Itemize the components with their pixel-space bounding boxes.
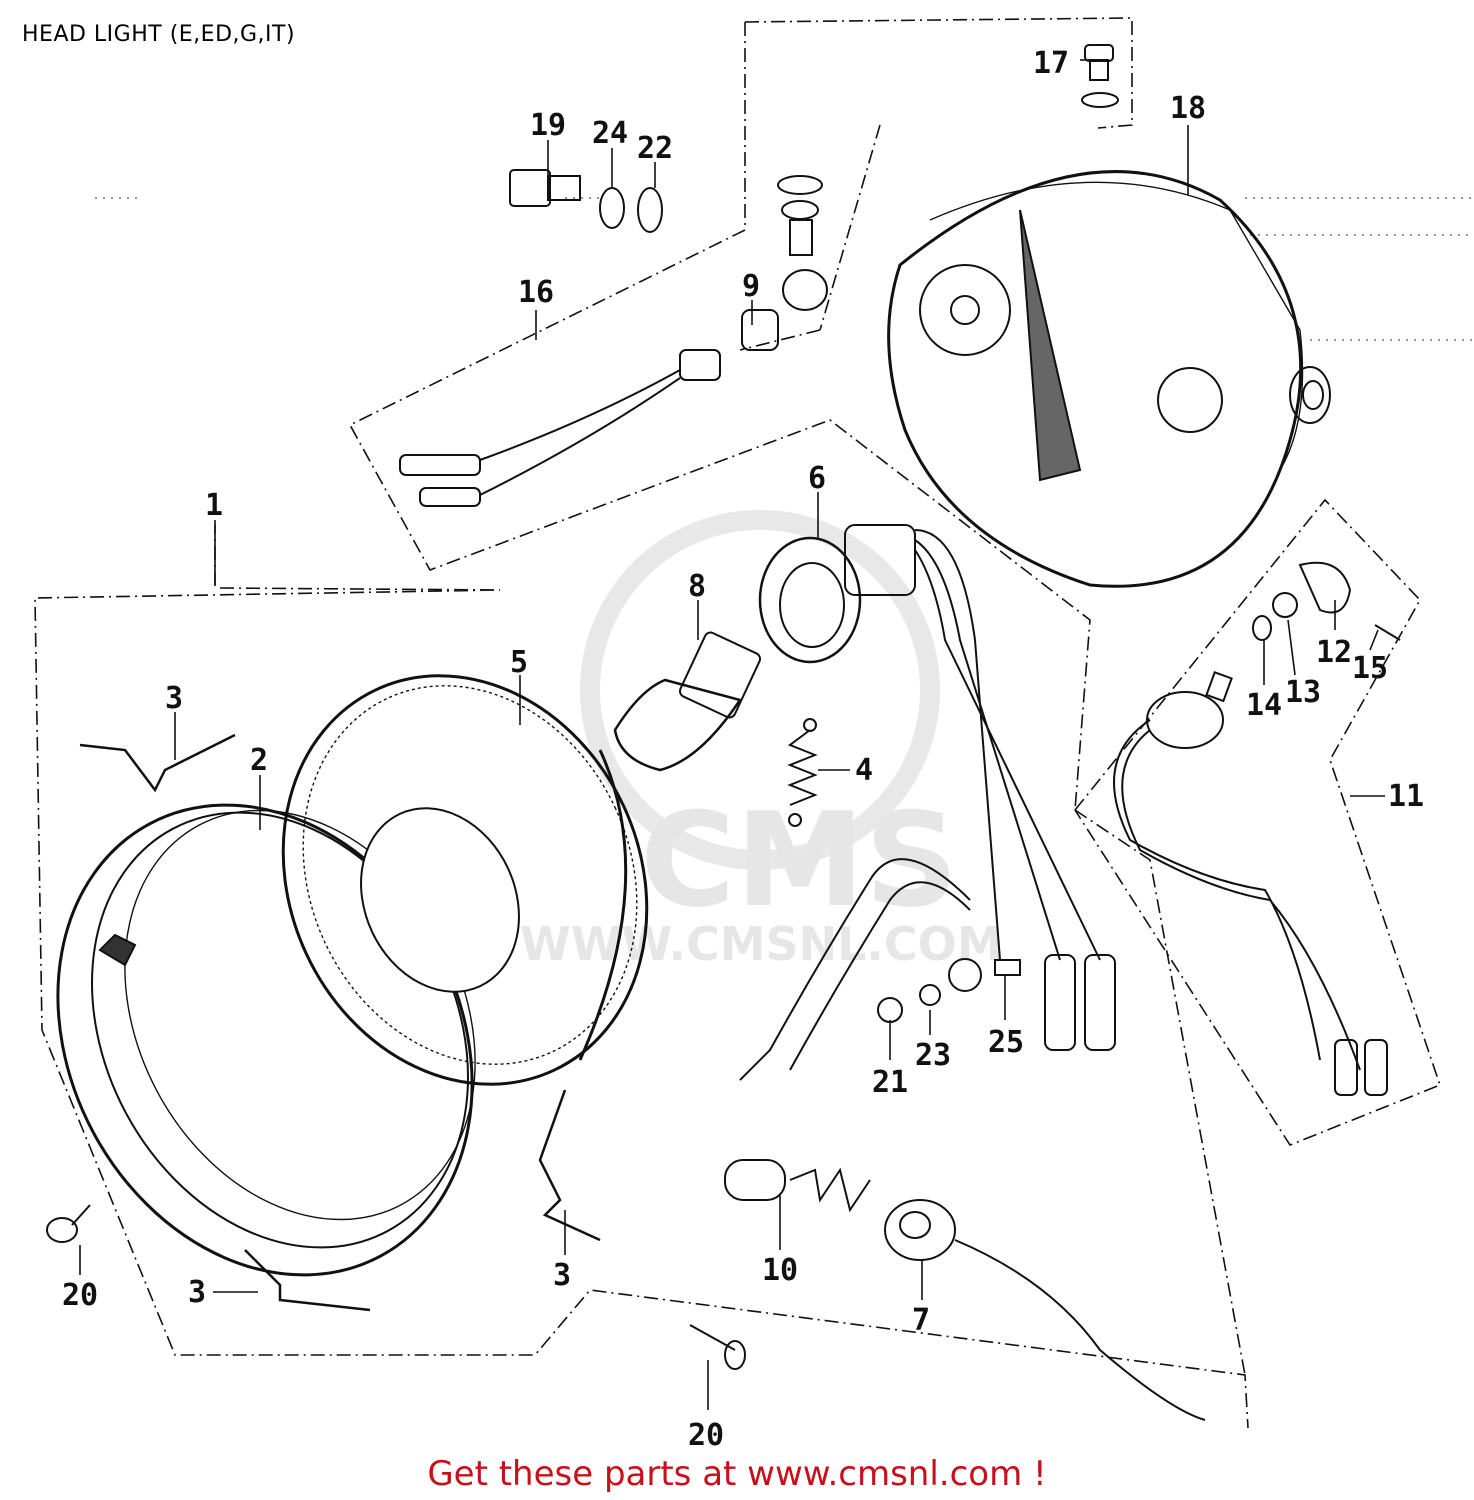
callout-3-top: 3 [165, 681, 183, 716]
group-outlines [34, 17, 1442, 1429]
part-13-nut [1272, 592, 1298, 618]
watermark-url: WWW.CMSNL.COM [520, 917, 1003, 971]
part-12-knob [1298, 561, 1352, 614]
part-18-headlight-case [887, 170, 1331, 588]
wire-pigtail [739, 858, 1116, 1081]
part-11-switch-harness [1113, 671, 1388, 1096]
part-10-pilot-bulb [724, 1159, 871, 1213]
callout-25: 25 [988, 1025, 1024, 1060]
part-19-bolt [509, 169, 581, 207]
reference-lines [95, 197, 1474, 341]
part-17-screw [1081, 44, 1119, 108]
callout-15: 15 [1352, 651, 1388, 686]
part-3-clip-a [79, 733, 236, 793]
callout-1: 1 [205, 488, 223, 523]
part-3-clip-b [538, 1089, 601, 1242]
part-16-wire-harness [399, 349, 721, 507]
part-4-spring [787, 718, 818, 827]
part-3-clip-c [244, 1249, 371, 1312]
callout-18: 18 [1170, 91, 1206, 126]
callout-20-left: 20 [62, 1278, 98, 1313]
part-20-screw-b [689, 1324, 746, 1370]
callout-14: 14 [1246, 688, 1282, 723]
callout-5: 5 [510, 645, 528, 680]
callout-8: 8 [688, 569, 706, 604]
callout-16: 16 [518, 275, 554, 310]
part-6-socket [758, 524, 1101, 961]
leader-lines [79, 59, 1385, 1410]
callout-3-bottom: 3 [188, 1275, 206, 1310]
part-14-washer [1252, 615, 1272, 641]
part-21-nut [877, 997, 903, 1023]
part-24-washer [599, 187, 625, 229]
callout-19: 19 [530, 108, 566, 143]
callout-6: 6 [808, 461, 826, 496]
callout-4: 4 [855, 753, 873, 788]
part-5-sealed-beam-unit [281, 674, 649, 1086]
callout-24: 24 [592, 116, 628, 151]
diagram-title: HEAD LIGHT (E,ED,G,IT) [22, 22, 296, 47]
callout-22: 22 [637, 131, 673, 166]
callout-7: 7 [912, 1303, 930, 1338]
watermark: CMS WWW.CMSNL.COM [520, 510, 1003, 971]
callout-23: 23 [915, 1038, 951, 1073]
callout-20-bottom: 20 [688, 1418, 724, 1453]
part-15-screw [1374, 624, 1401, 641]
callout-17: 17 [1033, 46, 1069, 81]
part-7-pilot-socket [884, 1199, 1206, 1421]
callout-13: 13 [1285, 675, 1321, 710]
callout-21: 21 [872, 1065, 908, 1100]
callout-11: 11 [1388, 779, 1424, 814]
footer-promo-text: Get these parts at www.cmsnl.com ! [427, 1454, 1047, 1494]
part-20-screw-a [46, 1204, 91, 1243]
callout-9: 9 [742, 269, 760, 304]
callout-10: 10 [762, 1253, 798, 1288]
part-9-connector [741, 175, 828, 351]
callout-3-middle: 3 [553, 1258, 571, 1293]
part-25-screw [994, 959, 1021, 976]
part-23-washer [919, 984, 941, 1006]
callout-2: 2 [250, 743, 268, 778]
callouts: 1 2 3 3 3 4 5 6 7 8 9 10 11 12 13 14 15 … [62, 46, 1424, 1453]
part-8-bulb [613, 631, 762, 772]
part-22-washer [637, 187, 663, 233]
callout-12: 12 [1316, 635, 1352, 670]
